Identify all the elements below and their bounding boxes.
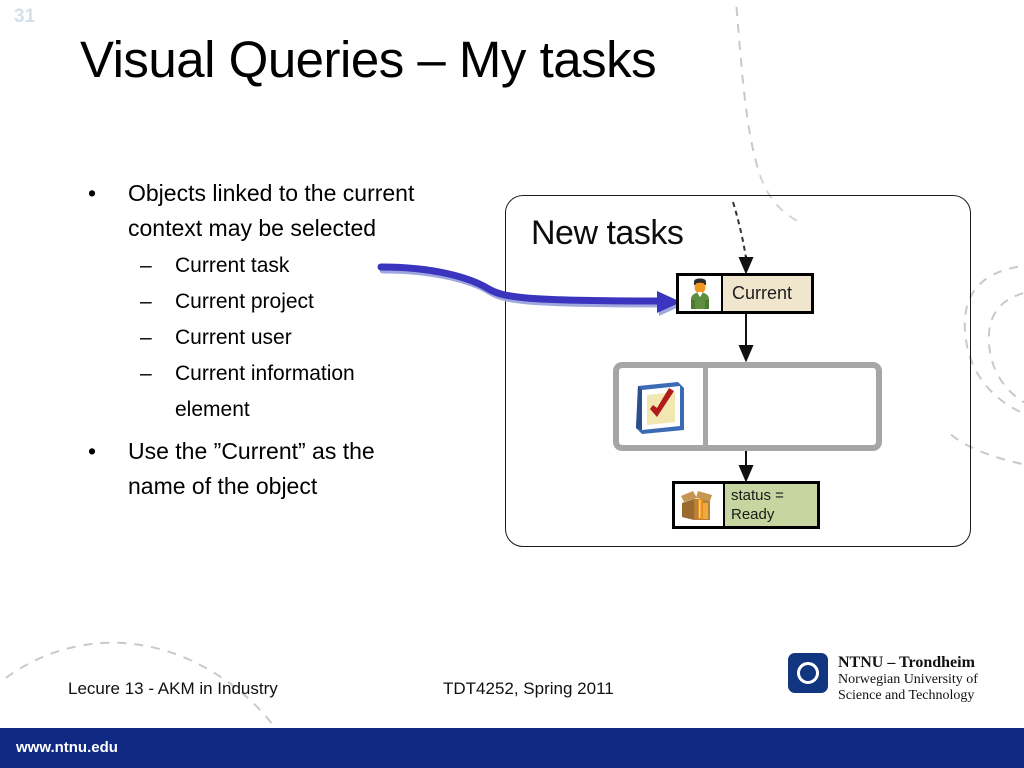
- bullet-item-sub-1: – Current task: [80, 248, 420, 284]
- status-label-line2: Ready: [731, 506, 775, 523]
- dash-bullet-icon: –: [140, 290, 152, 313]
- bullet-text: Use the ”Current” as the name of the obj…: [128, 438, 375, 499]
- diagram-frame: [505, 195, 971, 547]
- bullet-text: Current user: [175, 326, 292, 349]
- ntnu-mark-icon: [788, 653, 828, 693]
- package-box-icon: [675, 484, 725, 526]
- bullet-text: Objects linked to the current context ma…: [128, 180, 415, 241]
- page-title: Visual Queries – My tasks: [80, 31, 657, 88]
- ntnu-logo: NTNU – Trondheim Norwegian University of…: [788, 653, 978, 704]
- slide-number: 31: [14, 6, 36, 27]
- person-icon: [679, 276, 723, 311]
- dash-bullet-icon: –: [140, 254, 152, 277]
- blue-pointer-arrow: [377, 263, 683, 316]
- ntnu-ring-shape: [797, 662, 819, 684]
- bottom-bar: www.ntnu.edu: [0, 728, 1024, 768]
- ntnu-logo-line3: Science and Technology: [838, 688, 975, 703]
- dash-bullet-icon: –: [140, 326, 152, 349]
- diagram-node-task-body: [708, 368, 876, 445]
- footer-course-text: TDT4252, Spring 2011: [443, 679, 614, 698]
- ntnu-logo-line2: Norwegian University of: [838, 672, 978, 687]
- diagram-node-current[interactable]: Current: [676, 273, 814, 314]
- bullet-list: • Objects linked to the current context …: [80, 176, 420, 506]
- bullet-item-primary-1: • Objects linked to the current context …: [80, 176, 420, 246]
- footer-lecture-text: Lecure 13 - AKM in Industry: [68, 679, 278, 698]
- diagram-node-current-label: Current: [732, 283, 793, 303]
- diagram-group-label: New tasks: [531, 214, 684, 252]
- ntnu-dot-shape: [802, 667, 814, 679]
- bullet-dot-icon: •: [88, 180, 97, 206]
- diagram-node-status-label: status = Ready: [725, 484, 817, 526]
- status-label-line1: status =: [731, 487, 784, 504]
- bullet-item-primary-2: • Use the ”Current” as the name of the o…: [80, 434, 420, 504]
- diagram-node-status[interactable]: status = Ready: [672, 481, 820, 529]
- website-url[interactable]: www.ntnu.edu: [16, 739, 118, 756]
- ntnu-logo-line1: NTNU – Trondheim: [838, 654, 975, 671]
- bullet-text: Current information element: [175, 362, 355, 421]
- ntnu-logo-text: NTNU – Trondheim Norwegian University of…: [838, 653, 978, 704]
- bullet-item-sub-4: – Current information element: [80, 356, 420, 428]
- task-checklist-icon: [619, 368, 708, 445]
- bullet-item-sub-3: – Current user: [80, 320, 420, 356]
- bullet-text: Current project: [175, 290, 314, 313]
- bullet-dot-icon: •: [88, 438, 97, 464]
- diagram-node-task[interactable]: [613, 362, 882, 451]
- dash-bullet-icon: –: [140, 362, 152, 385]
- bullet-item-sub-2: – Current project: [80, 284, 420, 320]
- bullet-text: Current task: [175, 254, 290, 277]
